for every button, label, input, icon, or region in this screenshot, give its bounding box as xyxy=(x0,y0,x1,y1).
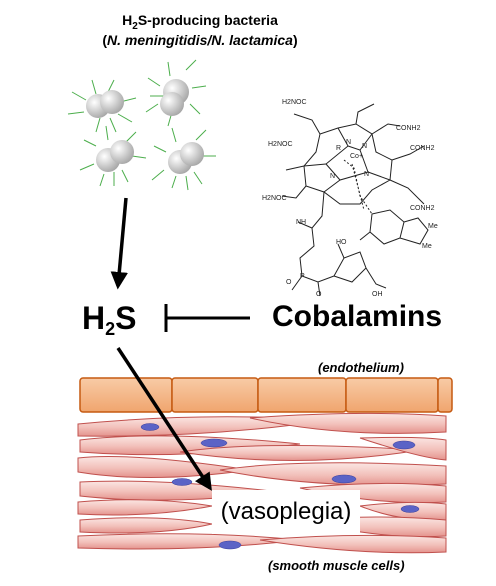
arrow-bacteria-to-h2s xyxy=(110,197,128,290)
bacteria-cluster-3 xyxy=(79,125,147,187)
endothelium xyxy=(79,377,453,413)
svg-text:N: N xyxy=(330,173,335,180)
svg-text:P: P xyxy=(300,273,305,280)
h2s-label: H2S xyxy=(82,300,137,339)
svg-text:NH: NH xyxy=(296,219,306,226)
cobalamin-structure xyxy=(281,103,429,297)
bacteria-cluster-4 xyxy=(151,127,216,191)
svg-text:H2NOC: H2NOC xyxy=(282,99,307,106)
svg-text:H2NOC: H2NOC xyxy=(262,195,287,202)
svg-text:H2NOC: H2NOC xyxy=(268,141,293,148)
svg-text:O: O xyxy=(316,291,322,298)
svg-text:N: N xyxy=(346,139,351,146)
svg-text:CONH2: CONH2 xyxy=(410,205,435,212)
svg-text:HO: HO xyxy=(336,239,347,246)
svg-text:Co+: Co+ xyxy=(350,153,363,160)
bacteria-cluster-2 xyxy=(145,59,207,127)
svg-text:N: N xyxy=(364,171,369,178)
arrow-h2s-to-vasoplegia xyxy=(116,347,212,491)
svg-text:O: O xyxy=(286,279,292,286)
svg-text:Me: Me xyxy=(428,223,438,230)
endothelium-label: (endothelium) xyxy=(318,360,404,375)
cobalamins-label: Cobalamins xyxy=(272,300,443,333)
bacteria-cluster-1 xyxy=(67,79,137,133)
bacteria-species: (N. meningitidis/N. lactamica) xyxy=(102,32,298,48)
svg-text:OH: OH xyxy=(372,291,383,298)
svg-text:CONH2: CONH2 xyxy=(410,145,435,152)
svg-text:Me: Me xyxy=(422,243,432,250)
smooth-muscle-layer xyxy=(77,412,447,554)
vasoplegia-label: (vasoplegia) xyxy=(212,490,360,534)
bacteria-title: H2S-producing bacteria xyxy=(122,12,278,32)
muscle-nuclei xyxy=(140,423,420,550)
svg-text:N: N xyxy=(362,143,367,150)
svg-text:R: R xyxy=(336,145,341,152)
svg-text:CONH2: CONH2 xyxy=(396,125,421,132)
cobalamin-atom-labels: Co+ R N N N N H2NOC CONH2 H2NOC CONH2 H2… xyxy=(262,99,438,298)
smooth-muscle-label: (smooth muscle cells) xyxy=(268,558,405,573)
